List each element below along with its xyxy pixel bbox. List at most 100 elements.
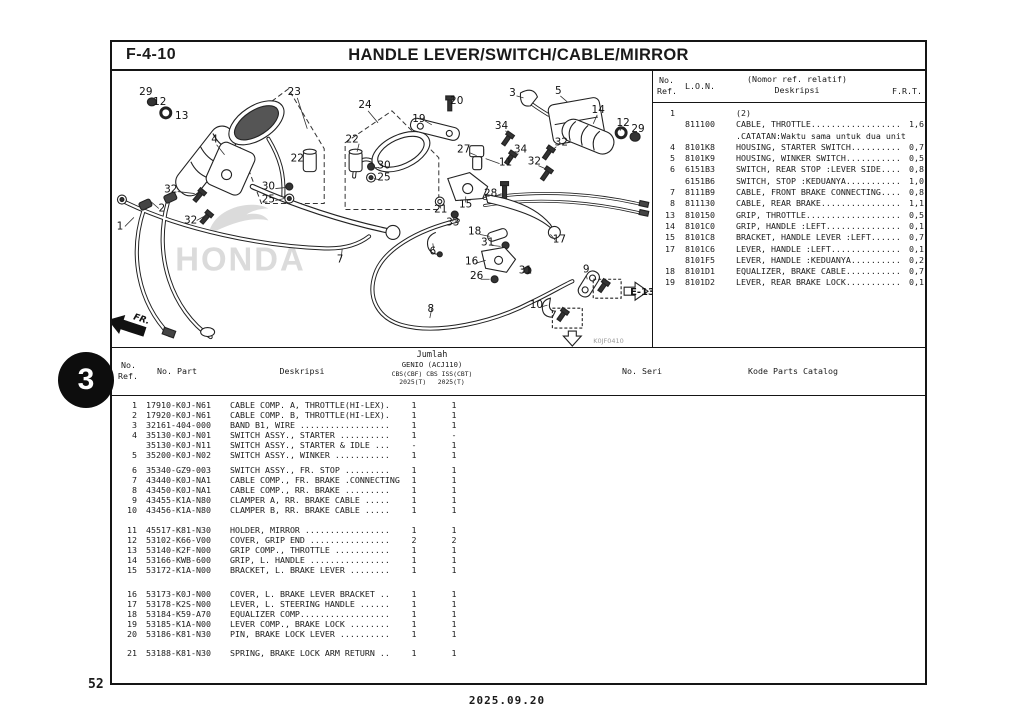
cell-part-number: 43450-K0J-NA1	[146, 485, 211, 495]
cell-lon: 8101F5	[685, 254, 715, 265]
cell-part-number: 17910-K0J-N61	[146, 400, 211, 410]
cell-lon: 8101C8	[685, 232, 715, 243]
part-ref-label: 5	[555, 85, 562, 97]
cell-ref: 7	[670, 187, 675, 198]
part-ref-label: 29	[139, 86, 152, 98]
parts-diagram: HONDA	[112, 85, 652, 347]
cell-ref: 5	[132, 450, 137, 460]
cell-ref: 14	[665, 220, 675, 231]
chapter-tab: 3	[58, 352, 114, 408]
e13-right-label: E-13	[630, 287, 652, 298]
cell-desc: SWITCH, STOP :KEDUANYA...........	[736, 175, 901, 186]
cell-qty-cbs: 1	[411, 619, 417, 629]
part-ref-label: 19	[412, 113, 425, 125]
part-ref-label: 30	[377, 160, 390, 172]
cell-frt: 1,0	[909, 175, 924, 186]
page-title: HANDLE LEVER/SWITCH/CABLE/MIRROR	[348, 46, 689, 64]
cell-ref: 3	[132, 420, 137, 430]
cell-qty-cbs: 1	[411, 465, 417, 475]
cell-qty-cbs-iss: 1	[451, 648, 457, 658]
cell-ref	[653, 119, 675, 130]
cell-ref	[112, 440, 137, 450]
cell-desc: CABLE, FRONT BRAKE CONNECTING....	[736, 187, 901, 198]
cell-lon: 8101D1	[685, 266, 715, 277]
cell-ref: 6	[132, 465, 137, 475]
cell-desc: EQUALIZER COMP..................	[230, 609, 390, 619]
cell-desc: GRIP, THROTTLE...................	[736, 209, 901, 220]
cell-ref: 17	[127, 599, 137, 609]
cell-lon: 8111B9	[685, 187, 715, 198]
cell-ref: 15	[665, 232, 675, 243]
cell-ref: 18	[127, 609, 137, 619]
cell-qty-cbs-iss: 1	[451, 420, 457, 430]
cell-qty-cbs: 1	[411, 565, 417, 575]
cell-desc: COVER, L. BRAKE LEVER BRACKET ..	[230, 589, 390, 599]
cell-qty-cbs: 1	[411, 525, 417, 535]
cell-ref: 12	[127, 535, 137, 545]
parts-header-part: No. Part	[157, 366, 197, 376]
cell-qty-cbs: 1	[411, 648, 417, 658]
cell-frt: 1,1	[909, 198, 924, 209]
parts-header-seri: No. Seri	[622, 366, 662, 376]
lon-table-row: 7 8111B9 CABLE, FRONT BRAKE CONNECTING....…	[653, 187, 925, 198]
part-ref-label: 25	[377, 172, 390, 184]
cell-qty-cbs: 1	[411, 475, 417, 485]
cell-frt: 0,8	[909, 187, 924, 198]
cell-desc: CLAMPER B, RR. BRAKE CABLE .....	[230, 505, 390, 515]
cell-ref: 16	[127, 589, 137, 599]
cell-lon: 8101K9	[685, 153, 715, 164]
cell-part-number: 35130-K0J-N01	[146, 430, 211, 440]
cell-qty-cbs-iss: 1	[451, 440, 457, 450]
cell-desc: CABLE COMP., FR. BRAKE .CONNECTING	[230, 475, 400, 485]
cell-lon	[675, 108, 735, 119]
parts-header-no: No.	[121, 360, 136, 370]
fr-arrow	[112, 315, 147, 337]
part-ref-label: 10	[530, 299, 543, 311]
cell-qty-cbs: 1	[411, 629, 417, 639]
part-ref-label: 31	[519, 264, 532, 276]
cell-desc: CABLE COMP. B, THROTTLE(HI-LEX).	[230, 410, 390, 420]
lon-header-no: No.	[659, 75, 674, 85]
lon-header-ref: Ref.	[657, 86, 677, 96]
part-ref-label: 14	[592, 104, 606, 116]
cell-part-number: 43456-K1A-N80	[146, 505, 211, 515]
cell-qty-cbs: -	[411, 440, 417, 450]
part-ref-label: 33	[446, 216, 459, 228]
cell-desc: LEVER, HANDLE :KEDUANYA..........	[736, 254, 901, 265]
part-ref-label: 8	[427, 303, 434, 315]
cell-ref: 18	[665, 266, 675, 277]
cell-qty-cbs: 2	[411, 535, 417, 545]
cell-qty-cbs: 1	[411, 545, 417, 555]
fr-label: FR.	[132, 312, 151, 327]
cell-ref: 4	[670, 141, 675, 152]
page-frame: F-4-10 HANDLE LEVER/SWITCH/CABLE/MIRROR …	[110, 40, 927, 685]
part-ref-label: 32	[555, 137, 568, 149]
cell-qty-cbs-iss: -	[451, 430, 457, 440]
cell-desc: GRIP, L. HANDLE ................	[230, 555, 390, 565]
cell-part-number: 35130-K0J-N11	[146, 440, 211, 450]
cell-qty-cbs: 1	[411, 555, 417, 565]
lon-table-header: No. Ref. L.O.N. (Nomor ref. relatif) Des…	[653, 71, 925, 103]
cell-frt: 0,1	[909, 277, 924, 288]
parts-header-jumlah: Jumlah	[416, 350, 448, 360]
cell-part-number: 45517-K81-N30	[146, 525, 211, 535]
cell-lon: 811130	[685, 198, 715, 209]
cell-qty-cbs: 1	[411, 420, 417, 430]
cell-lon	[675, 131, 735, 142]
footer-date: 2025.09.20	[468, 694, 546, 707]
cell-desc: HOLDER, MIRROR .................	[230, 525, 390, 535]
part-ref-label: 13	[175, 110, 188, 122]
cell-desc: LEVER, REAR BRAKE LOCK...........	[736, 277, 901, 288]
